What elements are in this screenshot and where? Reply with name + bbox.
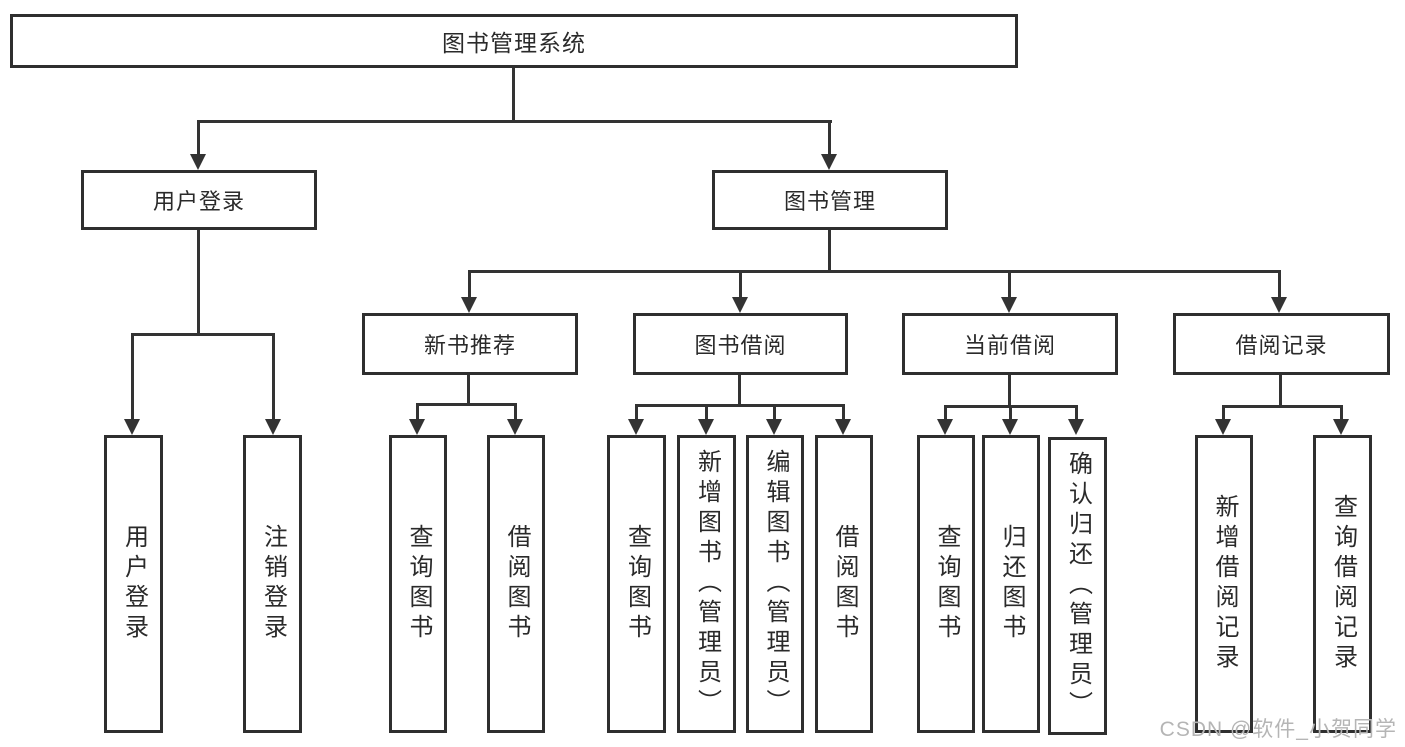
leaf-logout-login: 注销登录 [243,435,302,733]
arrowhead-icon [1068,419,1084,435]
connector-level2-hline [197,120,832,123]
leaf-bb-query-books-label: 查询图书 [623,524,651,644]
leaf-cb-return-books-label: 归还图书 [998,524,1025,644]
connector-br-stem [1279,375,1282,405]
node-new-book-recommend: 新书推荐 [362,313,578,375]
connector-bb-stem [738,375,741,404]
leaf-user-login: 用户登录 [104,435,163,733]
node-borrowing-records-label: 借阅记录 [1235,333,1328,358]
connector-user-hline [131,333,275,336]
arrowhead-icon [1333,419,1349,435]
leaf-bb-edit-books-admin: 编辑图书（管理员） [746,435,804,733]
connector-stem [197,120,200,154]
leaf-br-query-record-label: 查询借阅记录 [1329,494,1357,674]
leaf-br-query-record: 查询借阅记录 [1313,435,1372,733]
arrowhead-icon [124,419,140,435]
connector-stem [514,403,517,419]
arrowhead-icon [835,419,851,435]
connector-stem [1075,405,1078,419]
connector-level3-hline [468,270,1281,273]
connector-nb-stem [467,375,470,403]
arrowhead-icon [766,419,782,435]
connector-root-stem [512,68,515,120]
connector-stem [272,333,275,419]
leaf-bb-borrow-books: 借阅图书 [815,435,873,733]
watermark: CSDN @软件_小贺同学 [1159,718,1397,741]
arrowhead-icon [507,419,523,435]
leaf-cb-confirm-return-admin: 确认归还（管理员） [1048,437,1107,735]
connector-bb-hline [635,404,845,407]
node-user-login-label: 用户登录 [152,189,245,214]
connector-br-hline [1222,405,1343,408]
arrowhead-icon [937,419,953,435]
node-current-borrowing: 当前借阅 [902,313,1118,375]
connector-stem [468,270,471,297]
node-book-borrowing: 图书借阅 [633,313,848,375]
connector-stem [842,404,845,419]
node-user-login: 用户登录 [81,170,317,230]
leaf-user-login-label: 用户登录 [120,524,148,644]
connector-stem [1340,405,1343,419]
leaf-nb-query-books: 查询图书 [389,435,447,733]
node-book-management-label: 图书管理 [783,189,876,214]
leaf-nb-borrow-books-label: 借阅图书 [503,524,530,644]
connector-stem [739,270,742,297]
node-current-borrowing-label: 当前借阅 [963,333,1056,358]
leaf-nb-query-books-label: 查询图书 [405,524,432,644]
node-book-management: 图书管理 [712,170,948,230]
leaf-logout-login-label: 注销登录 [259,524,287,644]
leaf-nb-borrow-books: 借阅图书 [487,435,545,733]
leaf-bb-add-books-admin: 新增图书（管理员） [677,435,736,733]
arrowhead-icon [821,154,837,170]
arrowhead-icon [1001,297,1017,313]
arrowhead-icon [1002,419,1018,435]
connector-stem [1008,270,1011,297]
connector-stem [773,404,776,419]
connector-stem [705,404,708,419]
arrowhead-icon [1215,419,1231,435]
node-borrowing-records: 借阅记录 [1173,313,1390,375]
leaf-br-add-record-label: 新增借阅记录 [1211,494,1238,674]
leaf-cb-confirm-return-admin-label: 确认归还（管理员） [1064,451,1092,721]
connector-stem [944,405,947,419]
node-new-book-recommend-label: 新书推荐 [423,333,516,358]
arrowhead-icon [190,154,206,170]
leaf-cb-return-books: 归还图书 [982,435,1040,733]
connector-stem [828,120,831,154]
arrowhead-icon [265,419,281,435]
leaf-cb-query-books-label: 查询图书 [933,524,960,644]
connector-stem [1278,270,1281,297]
arrowhead-icon [698,419,714,435]
connector-nb-hline [416,403,517,406]
leaf-br-add-record: 新增借阅记录 [1195,435,1253,733]
connector-stem [1222,405,1225,419]
arrowhead-icon [461,297,477,313]
connector-stem [1009,405,1012,419]
connector-stem [131,333,134,419]
connector-stem [416,403,419,419]
leaf-bb-add-books-admin-label: 新增图书（管理员） [693,449,721,719]
leaf-cb-query-books: 查询图书 [917,435,975,733]
connector-user-stem [197,230,200,333]
arrowhead-icon [409,419,425,435]
node-root-label: 图书管理系统 [442,30,586,56]
arrowhead-icon [732,297,748,313]
node-book-borrowing-label: 图书借阅 [694,333,787,358]
leaf-bb-edit-books-admin-label: 编辑图书（管理员） [762,449,789,719]
leaf-bb-borrow-books-label: 借阅图书 [831,524,858,644]
connector-book-stem [828,230,831,270]
arrowhead-icon [1271,297,1287,313]
leaf-bb-query-books: 查询图书 [607,435,666,733]
connector-cb-stem [1008,375,1011,405]
arrowhead-icon [628,419,644,435]
connector-stem [635,404,638,419]
node-root: 图书管理系统 [10,14,1018,68]
